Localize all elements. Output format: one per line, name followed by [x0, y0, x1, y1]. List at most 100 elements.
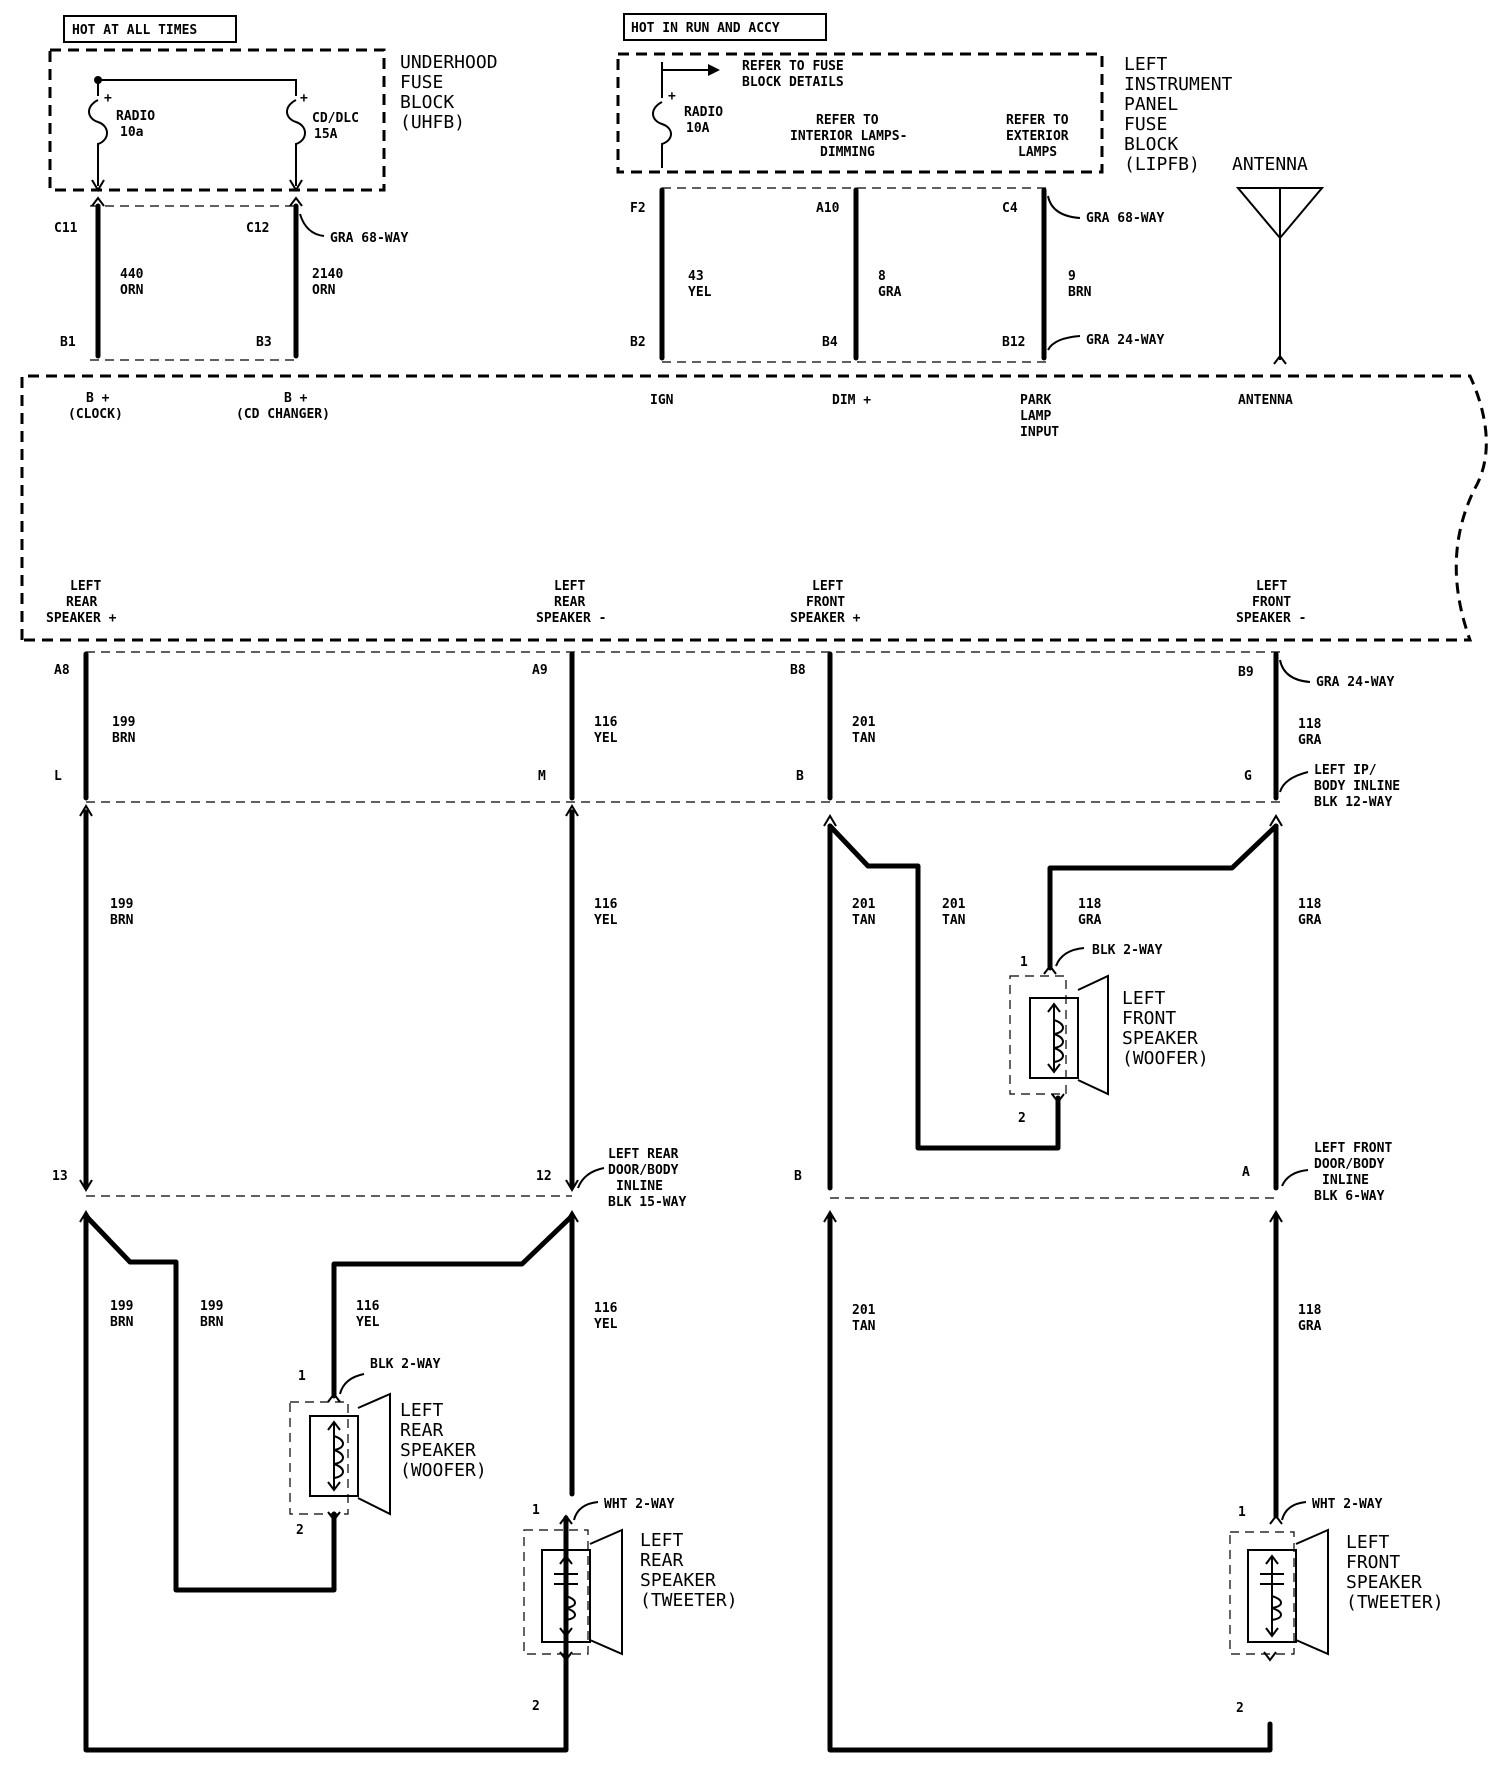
- svg-text:REAR: REAR: [640, 1550, 684, 1571]
- svg-text:PANEL: PANEL: [1124, 94, 1178, 115]
- fuse-radio-a-name: RADIO: [116, 109, 155, 124]
- svg-text:C12: C12: [246, 221, 269, 236]
- svg-text:LEFT: LEFT: [1256, 579, 1287, 594]
- svg-text:(TWEETER): (TWEETER): [640, 1590, 738, 1611]
- svg-text:GRA: GRA: [1298, 733, 1322, 748]
- svg-text:YEL: YEL: [594, 913, 618, 928]
- svg-text:199: 199: [110, 897, 133, 912]
- svg-text:YEL: YEL: [356, 1315, 380, 1330]
- svg-text:REAR: REAR: [400, 1420, 444, 1441]
- svg-text:SPEAKER: SPEAKER: [1346, 1572, 1422, 1593]
- svg-text:BLK 6-WAY: BLK 6-WAY: [1314, 1189, 1385, 1204]
- svg-text:GRA: GRA: [1298, 913, 1322, 928]
- svg-text:201: 201: [852, 897, 876, 912]
- antenna-label: ANTENNA: [1232, 154, 1308, 175]
- svg-text:GRA: GRA: [1078, 913, 1102, 928]
- svg-text:B: B: [796, 769, 804, 784]
- svg-text:BLOCK: BLOCK: [1124, 134, 1178, 155]
- svg-text:SPEAKER +: SPEAKER +: [790, 611, 861, 626]
- svg-text:TAN: TAN: [852, 731, 876, 746]
- svg-text:DIM +: DIM +: [832, 393, 871, 408]
- output-wire-labels: 199 BRN 116 YEL 201 TAN 118 GRA: [112, 715, 1322, 748]
- svg-text:13: 13: [52, 1169, 68, 1184]
- antenna-icon: ANTENNA: [1232, 154, 1325, 365]
- svg-text:LEFT: LEFT: [1122, 988, 1166, 1009]
- svg-text:118: 118: [1298, 897, 1322, 912]
- svg-text:GRA 24-WAY: GRA 24-WAY: [1086, 333, 1164, 348]
- svg-text:LEFT REAR: LEFT REAR: [608, 1147, 679, 1162]
- svg-text:B +: B +: [86, 391, 110, 406]
- svg-text:199: 199: [112, 715, 135, 730]
- bottom-wire-labels: 199 BRN 199 BRN 116 YEL 116 YEL 201 TAN …: [110, 1299, 1322, 1334]
- hot-run-accy-label: HOT IN RUN AND ACCY: [631, 21, 780, 36]
- instrument-panel-fuse-block: + REFER TO FUSE BLOCK DETAILS RADIO 10A …: [616, 52, 1104, 174]
- middle-front-wires: [823, 814, 1283, 1191]
- svg-text:LEFT FRONT: LEFT FRONT: [1314, 1141, 1392, 1156]
- radio-bottom-terminals: LEFT REAR SPEAKER + LEFT REAR SPEAKER - …: [46, 579, 1306, 626]
- plus-sign: +: [668, 89, 676, 104]
- svg-text:2: 2: [296, 1523, 304, 1538]
- svg-text:INLINE: INLINE: [616, 1179, 663, 1194]
- svg-text:DOOR/BODY: DOOR/BODY: [1314, 1157, 1385, 1172]
- svg-text:A10: A10: [816, 201, 840, 216]
- left-front-woofer-speaker-icon: 1 2 BLK 2-WAY LEFT FRONT SPEAKER (WOOFER…: [1009, 943, 1209, 1126]
- svg-text:118: 118: [1298, 717, 1322, 732]
- svg-text:SPEAKER +: SPEAKER +: [46, 611, 117, 626]
- svg-text:(CD CHANGER): (CD CHANGER): [236, 407, 330, 422]
- svg-text:BODY INLINE: BODY INLINE: [1314, 779, 1400, 794]
- svg-text:(WOOFER): (WOOFER): [400, 1460, 487, 1481]
- fuse-radio-b-name: RADIO: [684, 105, 723, 120]
- svg-text:M: M: [538, 769, 546, 784]
- svg-text:B2: B2: [630, 335, 646, 350]
- svg-text:1: 1: [1020, 955, 1028, 970]
- refer-exterior-line1: REFER TO: [1006, 113, 1069, 128]
- svg-text:118: 118: [1078, 897, 1102, 912]
- svg-text:A8: A8: [54, 663, 70, 678]
- svg-text:201: 201: [852, 715, 876, 730]
- svg-text:TAN: TAN: [852, 1319, 876, 1334]
- svg-text:GRA: GRA: [1298, 1319, 1322, 1334]
- svg-text:B8: B8: [790, 663, 806, 678]
- svg-text:A9: A9: [532, 663, 548, 678]
- svg-text:ORN: ORN: [312, 283, 336, 298]
- refer-interior-line2: INTERIOR LAMPS-: [790, 129, 907, 144]
- svg-text:(UHFB): (UHFB): [400, 112, 465, 133]
- upper-wire-labels: 440 ORN 2140 ORN 43 YEL 8 GRA 9 BRN: [120, 267, 1092, 300]
- hot-at-all-times-label: HOT AT ALL TIMES: [72, 23, 197, 38]
- svg-text:TAN: TAN: [852, 913, 876, 928]
- svg-text:YEL: YEL: [688, 285, 712, 300]
- bottom-rear-wires: [79, 1210, 579, 1753]
- output-connector-names: GRA 24-WAY LEFT IP/ BODY INLINE BLK 12-W…: [1279, 659, 1400, 810]
- door-connector-names: LEFT REAR DOOR/BODY INLINE BLK 15-WAY LE…: [577, 1141, 1392, 1210]
- svg-text:2140: 2140: [312, 267, 343, 282]
- svg-text:B3: B3: [256, 335, 272, 350]
- fuse-radio-a-rating: 10a: [120, 125, 144, 140]
- svg-text:GRA 68-WAY: GRA 68-WAY: [330, 231, 408, 246]
- left-rear-tweeter-speaker-icon: 1 2 WHT 2-WAY LEFT REAR SPEAKER (TWEETER…: [523, 1497, 738, 1714]
- svg-text:REAR: REAR: [554, 595, 585, 610]
- output-pin-labels: A8 A9 B8 B9 L M B G: [54, 663, 1254, 784]
- svg-text:A: A: [1242, 1165, 1250, 1180]
- svg-text:BLK 15-WAY: BLK 15-WAY: [608, 1195, 686, 1210]
- svg-text:TAN: TAN: [942, 913, 966, 928]
- svg-text:BLK 2-WAY: BLK 2-WAY: [1092, 943, 1163, 958]
- svg-text:F2: F2: [630, 201, 646, 216]
- svg-text:9: 9: [1068, 269, 1076, 284]
- hot-run-accy-box: HOT IN RUN AND ACCY: [623, 13, 827, 41]
- svg-text:FRONT: FRONT: [1122, 1008, 1176, 1029]
- svg-text:C4: C4: [1002, 201, 1018, 216]
- svg-text:B9: B9: [1238, 665, 1254, 680]
- svg-text:(LIPFB): (LIPFB): [1124, 154, 1200, 175]
- svg-text:FUSE: FUSE: [1124, 114, 1167, 135]
- svg-text:B: B: [794, 1169, 802, 1184]
- svg-text:201: 201: [942, 897, 966, 912]
- svg-text:2: 2: [1236, 1701, 1244, 1716]
- svg-text:B1: B1: [60, 335, 76, 350]
- svg-text:BRN: BRN: [112, 731, 136, 746]
- fuse-radio-b-rating: 10A: [686, 121, 710, 136]
- svg-text:199: 199: [200, 1299, 223, 1314]
- svg-text:8: 8: [878, 269, 886, 284]
- svg-text:YEL: YEL: [594, 1317, 618, 1332]
- svg-text:LEFT: LEFT: [400, 1400, 444, 1421]
- uhfb-label: UNDERHOOD FUSE BLOCK (UHFB): [400, 52, 498, 133]
